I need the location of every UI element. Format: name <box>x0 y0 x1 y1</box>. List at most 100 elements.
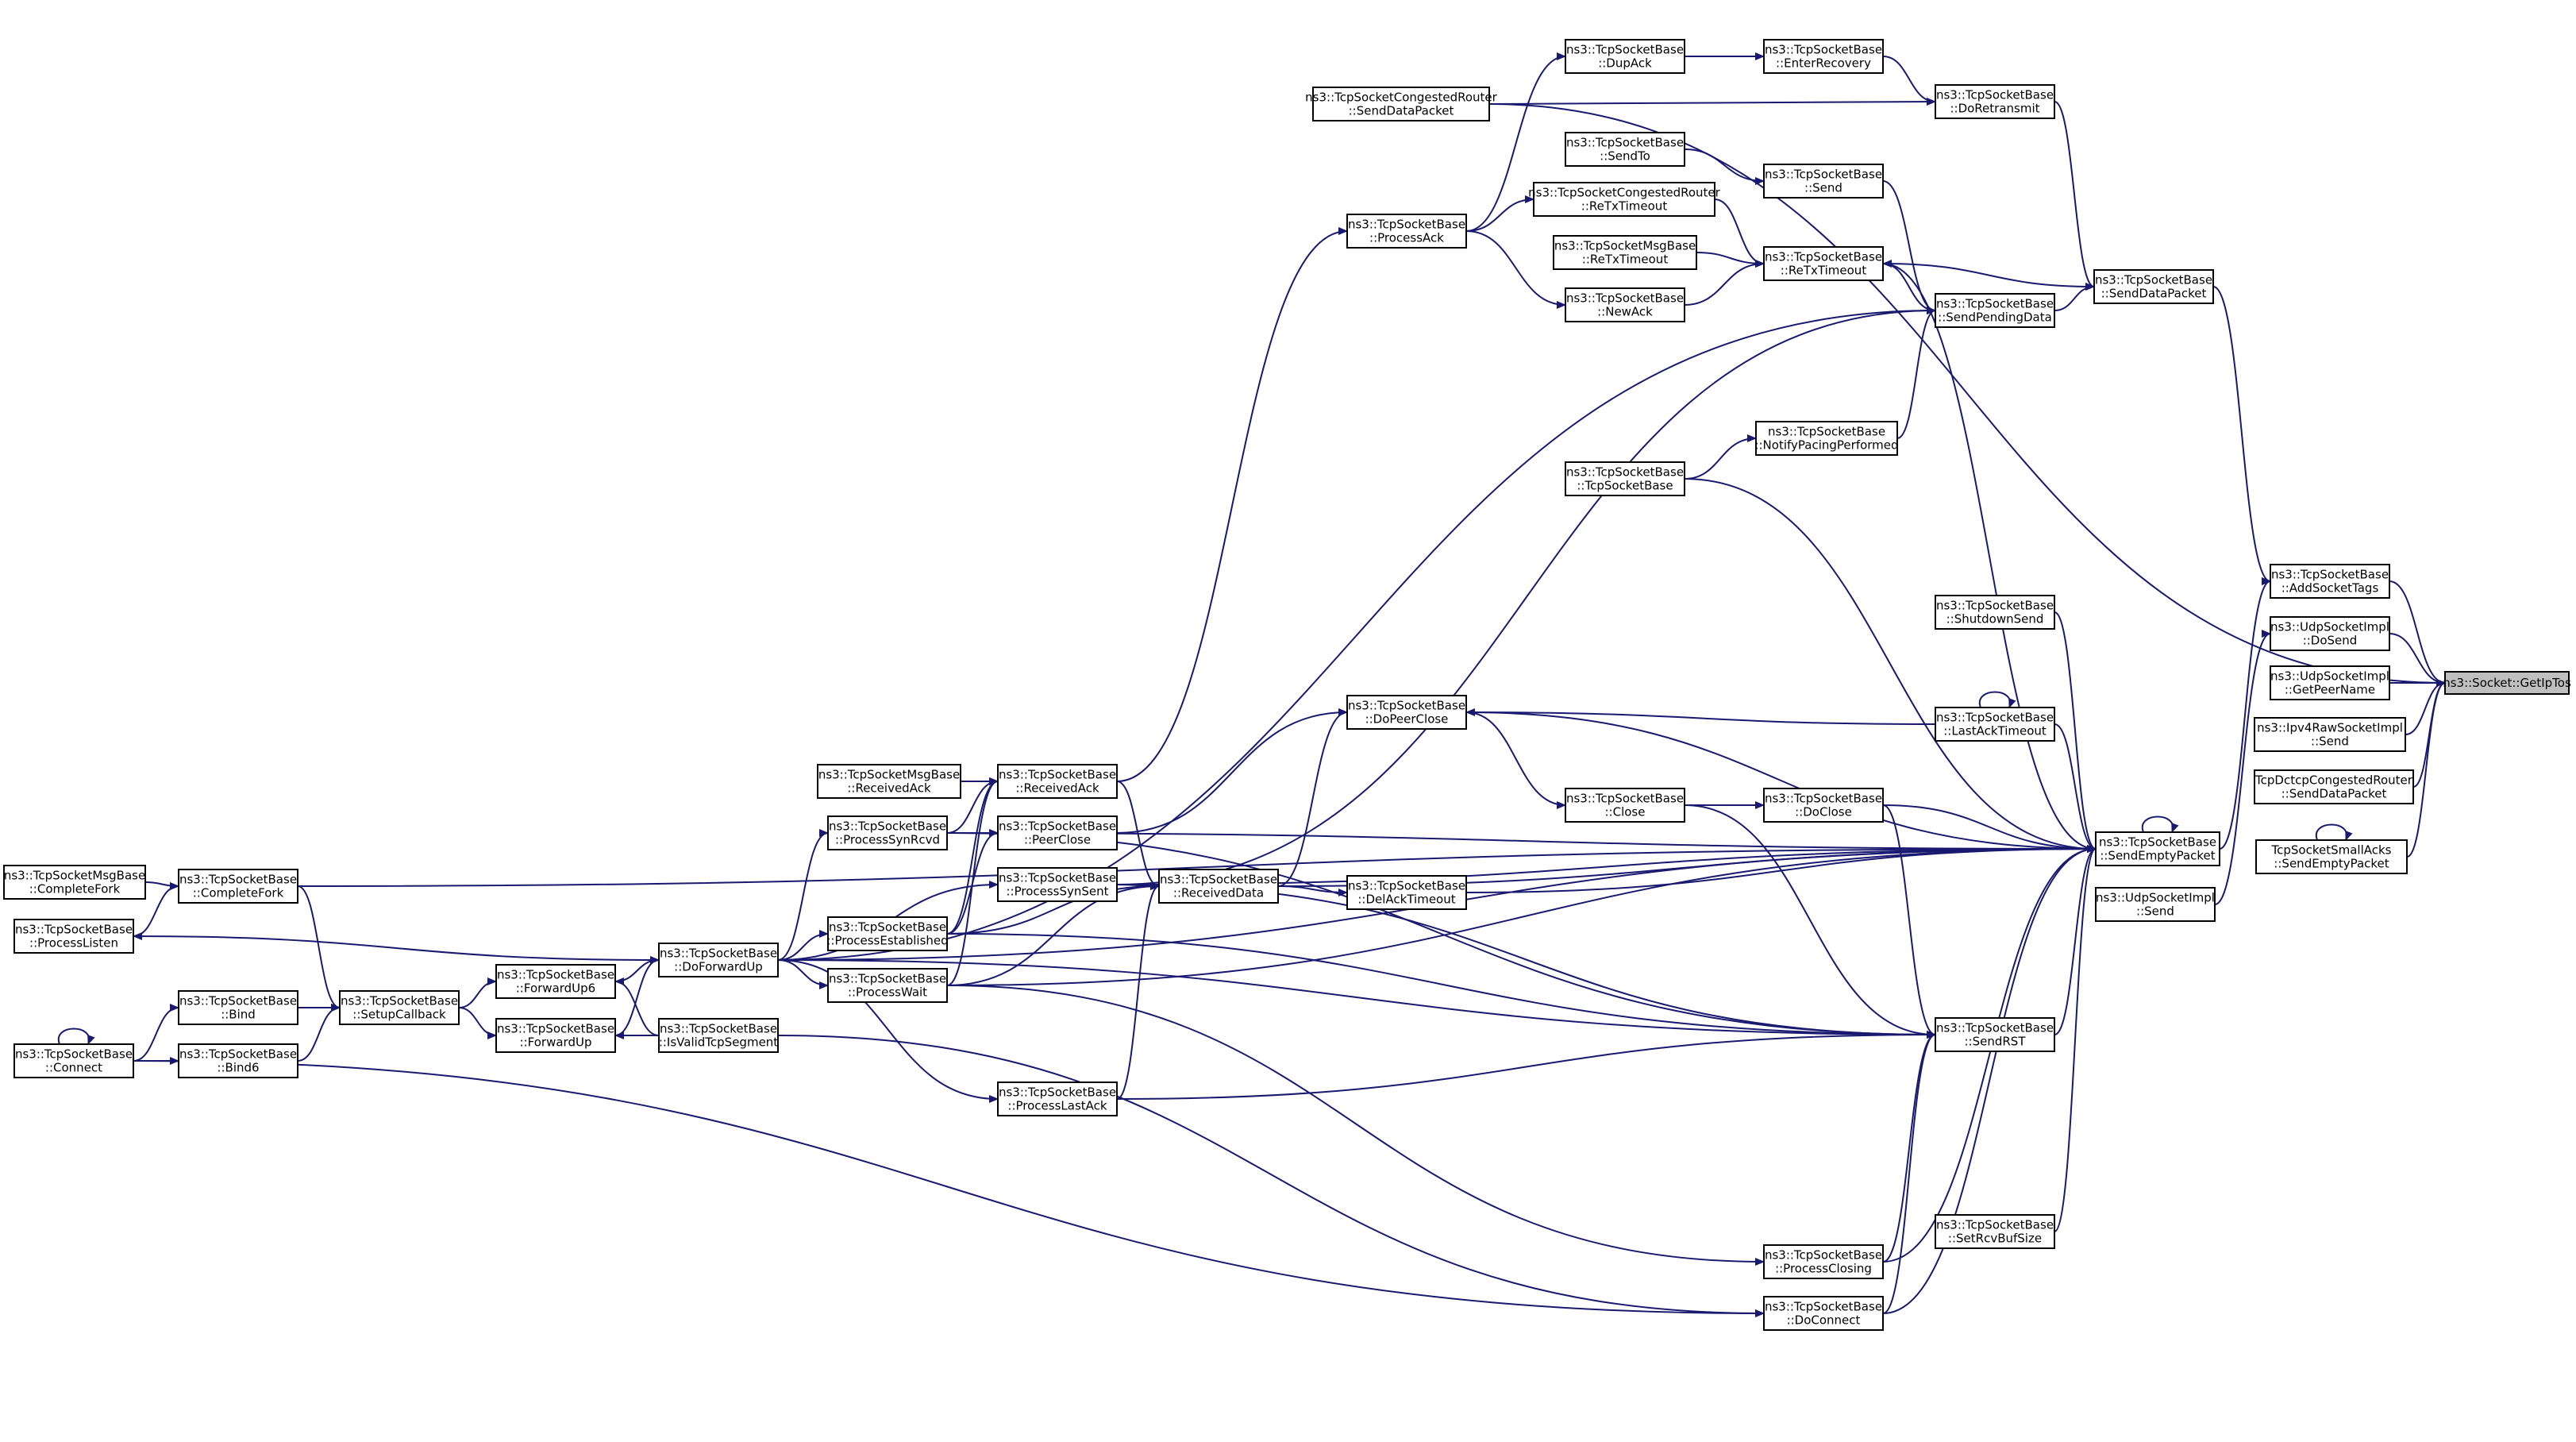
node-doforwardup[interactable]: ns3::TcpSocketBase::DoForwardUp <box>658 943 779 977</box>
node-peerclose[interactable]: ns3::TcpSocketBase::PeerClose <box>997 815 1118 850</box>
node-label-line: ::ReceivedAck <box>847 781 931 796</box>
node-setrcvbufsize[interactable]: ns3::TcpSocketBase::SetRcvBufSize <box>1935 1214 2055 1249</box>
call-edge-addsockettags-to-senddatapacket <box>2212 286 2271 585</box>
node-label-line: ::LastAckTimeout <box>1943 724 2047 738</box>
call-edge-send-to-sendto <box>1684 148 1765 185</box>
node-box <box>1763 1296 1884 1331</box>
node-senddatapacket[interactable]: ns3::TcpSocketBase::SendDataPacket <box>2093 269 2214 304</box>
node-processlisten[interactable]: ns3::TcpSocketBase::ProcessListen <box>13 919 134 954</box>
call-edge-sendrst-to-doconnect <box>1882 1031 1936 1314</box>
node-forwardup[interactable]: ns3::TcpSocketBase::ForwardUp <box>495 1018 616 1053</box>
node-label-line: ::SendRST <box>1965 1035 2027 1049</box>
node-processclosing[interactable]: ns3::TcpSocketBase::ProcessClosing <box>1763 1244 1884 1279</box>
node-label-line: ::DoClose <box>1795 805 1852 819</box>
node-label-line: ::Bind6 <box>217 1061 259 1075</box>
node-label-line: TcpSocketSmallAcks <box>2271 843 2392 858</box>
node-isvalidtcpsegment[interactable]: ns3::TcpSocketBase::IsValidTcpSegment <box>658 1018 779 1053</box>
node-label-line: ::NotifyPacingPerformed <box>1754 438 1898 453</box>
call-edge-sendemptypacket-to-processclosing <box>1882 845 2097 1263</box>
node-box <box>997 764 1118 799</box>
node-box <box>2255 839 2408 874</box>
node-label-line: ::SendTo <box>1600 149 1650 164</box>
call-edge-doretransmit-to-enterrecovery <box>1882 56 1936 106</box>
node-connect[interactable]: ns3::TcpSocketBase::Connect <box>13 1043 134 1078</box>
node-box <box>1755 421 1898 456</box>
node-label-line: ::ProcessSynRcvd <box>835 833 940 847</box>
node-label-line: ns3::TcpSocketBase <box>660 1022 777 1036</box>
node-sendrst[interactable]: ns3::TcpSocketBase::SendRST <box>1935 1017 2055 1052</box>
node-processlastack[interactable]: ns3::TcpSocketBase::ProcessLastAck <box>997 1082 1118 1116</box>
node-udp-dosend[interactable]: ns3::UdpSocketImpl::DoSend <box>2270 616 2390 651</box>
node-enterrecovery[interactable]: ns3::TcpSocketBase::EnterRecovery <box>1763 39 1884 74</box>
node-retxtimeout[interactable]: ns3::TcpSocketBase::ReTxTimeout <box>1763 246 1884 281</box>
node-ipv4raw-send[interactable]: ns3::Ipv4RawSocketImpl::Send <box>2254 717 2406 752</box>
node-box <box>1763 246 1884 281</box>
node-delacktimeout[interactable]: ns3::TcpSocketBase::DelAckTimeout <box>1346 875 1467 910</box>
node-notifypacing[interactable]: ns3::TcpSocketBase::NotifyPacingPerforme… <box>1754 421 1899 456</box>
node-label-line: ::DoSend <box>2303 634 2358 648</box>
node-getiptos[interactable]: ns3::Socket::GetIpTos <box>2443 671 2571 695</box>
node-lastacktimeout[interactable]: ns3::TcpSocketBase::LastAckTimeout <box>1935 707 2055 742</box>
node-processsynrcvd[interactable]: ns3::TcpSocketBase::ProcessSynRcvd <box>827 815 948 850</box>
node-sendpendingdata[interactable]: ns3::TcpSocketBase::SendPendingData <box>1935 293 2055 328</box>
node-doconnect[interactable]: ns3::TcpSocketBase::DoConnect <box>1763 1296 1884 1331</box>
call-edge-delacktimeout-to-receiveddata <box>1277 885 1348 896</box>
node-processack[interactable]: ns3::TcpSocketBase::ProcessAck <box>1346 214 1467 249</box>
node-label-line: ns3::TcpSocketBase <box>829 972 946 986</box>
node-label-line: ns3::TcpSocketBase <box>15 923 133 937</box>
call-edge-senddatapacket-to-sendpendingdata <box>2054 283 2095 311</box>
node-label-line: ns3::TcpSocketMsgBase <box>818 768 960 782</box>
node-msgbase-receivedack[interactable]: ns3::TcpSocketMsgBase::ReceivedAck <box>817 764 961 799</box>
node-addsockettags[interactable]: ns3::TcpSocketBase::AddSocketTags <box>2270 564 2390 599</box>
call-edge-sendemptypacket-to-processsynrcvd <box>946 832 2097 853</box>
node-send[interactable]: ns3::TcpSocketBase::Send <box>1763 164 1884 199</box>
node-processestablished[interactable]: ns3::TcpSocketBase::ProcessEstablished <box>826 916 949 951</box>
call-edge-forwardup6-to-setupcallback <box>458 977 497 1008</box>
node-layer: ns3::Socket::GetIpTosns3::TcpSocketBase:… <box>3 39 2571 1331</box>
node-box <box>1935 84 2055 119</box>
node-msgbase-completefork[interactable]: ns3::TcpSocketMsgBase::CompleteFork <box>3 865 146 900</box>
node-label-line: ::ShutdownSend <box>1946 612 2044 627</box>
node-dctcp-senddatapacket[interactable]: TcpDctcpCongestedRouter::SendDataPacket <box>2254 769 2414 804</box>
node-processsynsent[interactable]: ns3::TcpSocketBase::ProcessSynSent <box>997 867 1118 902</box>
node-label-line: ns3::TcpSocketBase <box>1936 599 2054 613</box>
node-label-line: ns3::TcpSocketBase <box>829 819 946 834</box>
node-forwardup6[interactable]: ns3::TcpSocketBase::ForwardUp6 <box>495 964 616 999</box>
node-doretransmit[interactable]: ns3::TcpSocketBase::DoRetransmit <box>1935 84 2055 119</box>
call-edge-receivedack-to-processwait <box>946 777 999 986</box>
node-sendemptypacket[interactable]: ns3::TcpSocketBase::SendEmptyPacket <box>2095 831 2220 866</box>
node-processwait[interactable]: ns3::TcpSocketBase::ProcessWait <box>827 968 948 1003</box>
node-udp-send[interactable]: ns3::UdpSocketImpl::Send <box>2095 887 2216 922</box>
node-dopeerclose[interactable]: ns3::TcpSocketBase::DoPeerClose <box>1346 695 1467 730</box>
node-label-line: ::SendEmptyPacket <box>2100 849 2215 863</box>
node-smallacks-sendempty[interactable]: TcpSocketSmallAcks::SendEmptyPacket <box>2255 839 2408 874</box>
node-box <box>2093 269 2214 304</box>
node-shutdownsend[interactable]: ns3::TcpSocketBase::ShutdownSend <box>1935 595 2055 630</box>
call-edge-sendemptypacket-to-lastacktimeout <box>2054 723 2097 853</box>
node-label-line: ns3::TcpSocketCongestedRouter <box>1305 91 1497 105</box>
node-msgbase-retx[interactable]: ns3::TcpSocketMsgBase::ReTxTimeout <box>1553 235 1697 270</box>
node-label-line: ns3::TcpSocketBase <box>15 1047 133 1062</box>
node-bind[interactable]: ns3::TcpSocketBase::Bind <box>178 990 298 1025</box>
node-setupcallback[interactable]: ns3::TcpSocketBase::SetupCallback <box>339 990 460 1025</box>
node-congrouter-retx[interactable]: ns3::TcpSocketCongestedRouter::ReTxTimeo… <box>1528 182 1721 217</box>
node-receiveddata[interactable]: ns3::TcpSocketBase::ReceivedData <box>1158 869 1279 904</box>
node-box <box>1763 39 1884 74</box>
node-box <box>1935 1214 2055 1249</box>
node-label-line: ::ForwardUp <box>520 1035 592 1050</box>
node-label-line: ns3::TcpSocketBase <box>1566 43 1684 57</box>
node-congrouter-senddata[interactable]: ns3::TcpSocketCongestedRouter::SendDataP… <box>1305 87 1498 121</box>
node-receivedack[interactable]: ns3::TcpSocketBase::ReceivedAck <box>997 764 1118 799</box>
call-edge-sendemptypacket-to-retxtimeout <box>1882 263 2097 853</box>
node-sendto[interactable]: ns3::TcpSocketBase::SendTo <box>1565 132 1685 167</box>
call-edge-dupack-to-processack <box>1465 52 1566 232</box>
node-newack[interactable]: ns3::TcpSocketBase::NewAck <box>1565 287 1685 322</box>
node-tcpsocketbase[interactable]: ns3::TcpSocketBase::TcpSocketBase <box>1565 461 1685 496</box>
node-completefork[interactable]: ns3::TcpSocketBase::CompleteFork <box>178 869 298 904</box>
node-udp-getpeername[interactable]: ns3::UdpSocketImpl::GetPeerName <box>2270 665 2390 700</box>
node-label-line: ns3::TcpSocketBase <box>497 1022 614 1036</box>
node-doclose[interactable]: ns3::TcpSocketBase::DoClose <box>1763 788 1884 823</box>
node-close[interactable]: ns3::TcpSocketBase::Close <box>1565 788 1685 823</box>
node-bind6[interactable]: ns3::TcpSocketBase::Bind6 <box>178 1043 298 1078</box>
node-dupack[interactable]: ns3::TcpSocketBase::DupAck <box>1565 39 1685 74</box>
